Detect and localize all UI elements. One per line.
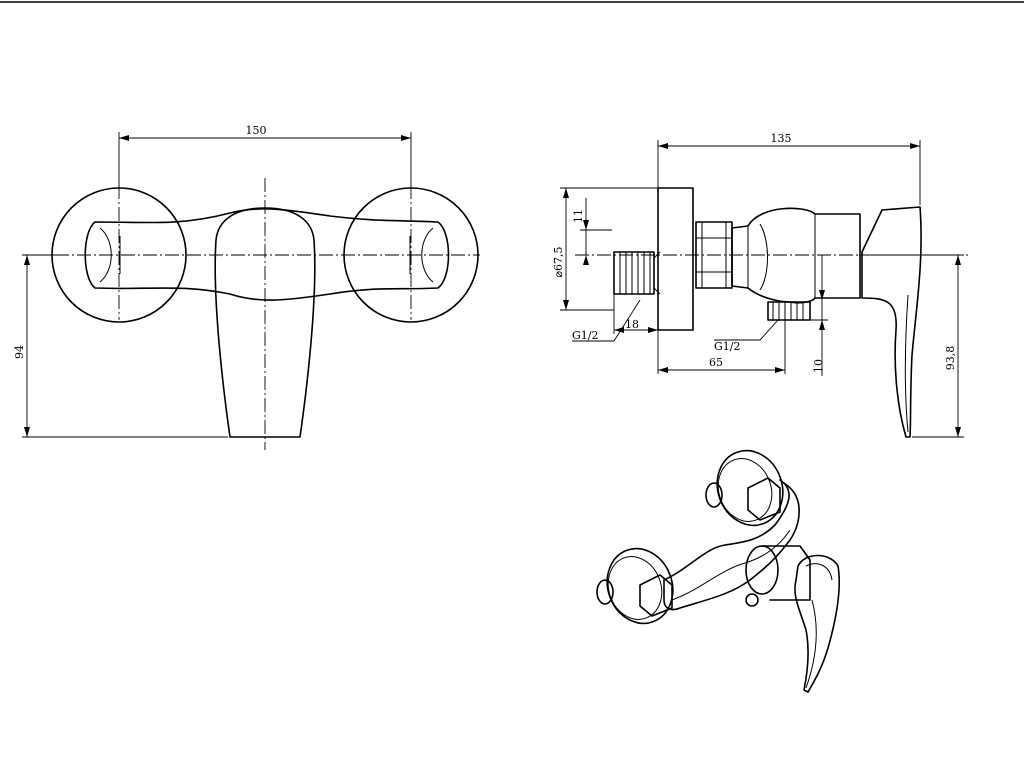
iso-lower-flange <box>606 547 674 625</box>
outlet-thread <box>767 301 811 321</box>
side-nut-facets <box>696 222 732 288</box>
iso-upper-nut <box>747 477 781 521</box>
side-wall-flange <box>657 187 694 331</box>
dim-65-label: 65 <box>709 356 723 369</box>
side-dimensions: 135 ⌀67,5 11 18 G1/2 G1/2 65 10 <box>552 132 964 438</box>
iso-outlet <box>745 593 759 607</box>
left-body-end-detail <box>99 227 112 283</box>
side-body-curve <box>759 223 768 291</box>
iso-upper-flange-inner <box>717 458 773 522</box>
iso-handle-edge <box>805 599 817 689</box>
iso-lower-nut <box>639 574 673 617</box>
iso-body-highlight <box>671 529 791 601</box>
inlet-chamfer <box>653 251 661 295</box>
right-body-end-detail <box>421 227 434 283</box>
iso-body <box>663 479 800 611</box>
dim-135-label: 135 <box>771 132 792 145</box>
dim-11-label: 11 <box>572 209 585 223</box>
dim-18-arrows <box>614 327 658 333</box>
side-body <box>731 207 861 304</box>
iso-upper-pipe-end <box>705 482 723 508</box>
iso-upper-flange <box>716 449 784 527</box>
dim-150-label: 150 <box>246 124 267 137</box>
dim-94-label: 94 <box>13 345 26 359</box>
dim-18-label: 18 <box>625 318 639 331</box>
front-nut-lines <box>119 236 411 274</box>
inlet-thread-leader <box>572 299 641 342</box>
inlet-thread-ridges <box>619 252 651 294</box>
dim-10-arrows <box>819 290 825 330</box>
side-lever-edge <box>904 294 909 433</box>
outlet-thread-ridges <box>772 302 804 320</box>
dim-10-label: 10 <box>812 359 825 373</box>
iso-lower-pipe-end <box>596 579 614 605</box>
inlet-thread <box>613 251 655 295</box>
outlet-thread-label: G1/2 <box>714 340 741 353</box>
iso-handle-top-edge <box>805 563 833 581</box>
front-lever-handle <box>214 207 316 438</box>
iso-lower-flange-inner <box>607 556 663 620</box>
dim-93-8-label: 93,8 <box>944 346 957 371</box>
iso-handle <box>794 554 841 693</box>
side-lever <box>861 206 922 438</box>
inlet-thread-label: G1/2 <box>572 329 599 342</box>
front-view <box>51 178 480 450</box>
side-view <box>575 187 970 438</box>
dim-11-arrows <box>583 220 589 265</box>
front-body-bar <box>84 208 450 301</box>
outlet-thread-leader <box>714 319 779 341</box>
dim-diameter-label: ⌀67,5 <box>552 246 565 277</box>
isometric-view <box>596 449 841 693</box>
front-dimensions: 150 94 <box>13 124 412 438</box>
